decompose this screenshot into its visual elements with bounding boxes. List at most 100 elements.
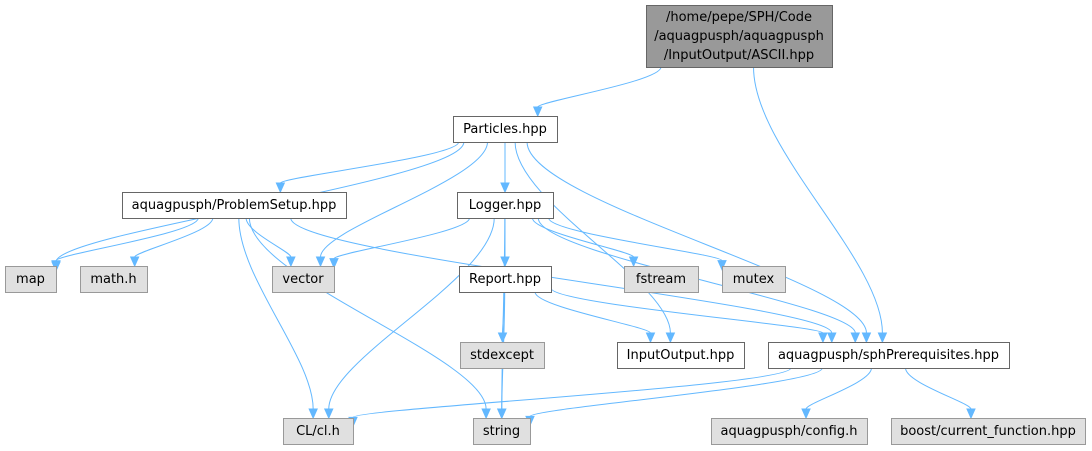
- node-map: map: [5, 266, 57, 293]
- node-report[interactable]: Report.hpp: [459, 266, 552, 293]
- node-particles[interactable]: Particles.hpp: [453, 116, 558, 143]
- edge-problemsetup-to-string: [248, 217, 491, 420]
- node-box: [722, 266, 786, 293]
- edge-line: [537, 66, 662, 108]
- node-problemsetup[interactable]: aquagpusph/ProblemSetup.hpp: [122, 192, 347, 219]
- arrowhead: [315, 256, 326, 268]
- edge-sphprereq-to-clh: [348, 367, 792, 428]
- node-inputoutput[interactable]: InputOutput.hpp: [617, 342, 745, 369]
- node-label: string: [483, 424, 520, 439]
- edge-problemsetup-to-sphprereq: [290, 217, 837, 344]
- node-mathh: math.h: [80, 266, 148, 293]
- edge-report-to-inputoutput: [534, 291, 656, 344]
- node-label: Particles.hpp: [463, 122, 547, 137]
- node-label: aquagpusph/ProblemSetup.hpp: [132, 198, 337, 213]
- node-label: /InputOutput/ASCII.hpp: [664, 48, 814, 63]
- edge-line: [238, 217, 314, 410]
- node-box: [457, 192, 554, 219]
- edge-line: [279, 141, 460, 184]
- edge-report-to-sphprereq: [550, 287, 828, 344]
- node-box: [272, 266, 335, 293]
- node-fstream: fstream: [624, 266, 699, 293]
- edge-line: [550, 287, 824, 334]
- edge-line: [320, 141, 488, 258]
- arrowhead: [850, 332, 861, 344]
- edge-line: [531, 217, 635, 258]
- edge-particles-to-inputoutput: [514, 141, 676, 344]
- node-label: aquagpusph/sphPrerequisites.hpp: [778, 348, 999, 363]
- node-label: aquagpusph/config.h: [721, 424, 858, 439]
- node-label: stdexcept: [470, 348, 534, 363]
- node-logger[interactable]: Logger.hpp: [457, 192, 554, 219]
- edge-line: [248, 217, 487, 410]
- node-clh: CL/cl.h: [283, 418, 354, 445]
- node-stdexcept: stdexcept: [460, 342, 545, 369]
- node-sphprereq[interactable]: aquagpusph/sphPrerequisites.hpp: [768, 342, 1010, 369]
- arrowhead: [966, 408, 976, 420]
- node-box: [459, 266, 552, 293]
- edge-logger-to-mutex: [548, 217, 727, 271]
- edge-logger-to-clh: [323, 217, 495, 420]
- arrowhead: [717, 260, 727, 271]
- arrowhead: [877, 332, 888, 344]
- arrowhead: [861, 332, 872, 344]
- node-vector: vector: [272, 266, 335, 293]
- node-box: [122, 192, 347, 219]
- arrowhead: [827, 332, 837, 344]
- node-box: [473, 418, 531, 445]
- edge-line: [534, 291, 651, 334]
- node-box: [646, 5, 833, 68]
- arrowhead: [129, 256, 140, 268]
- edge-problemsetup-to-map: [51, 217, 199, 271]
- arrowhead: [818, 332, 828, 344]
- node-box: [891, 418, 1086, 445]
- node-box: [617, 342, 745, 369]
- node-string: string: [473, 418, 531, 445]
- arrowhead: [500, 182, 510, 194]
- arrowhead: [665, 332, 676, 344]
- edge-line: [905, 367, 972, 410]
- edge-report-to-stdexcept: [497, 291, 508, 344]
- arrowhead: [500, 256, 510, 268]
- node-label: math.h: [90, 272, 136, 287]
- node-label: fstream: [636, 272, 686, 287]
- edge-sphprereq-to-config: [801, 367, 872, 420]
- node-box: [453, 116, 558, 143]
- arrowhead: [801, 408, 811, 420]
- node-label: mutex: [733, 272, 775, 287]
- node-boostcf: boost/current_function.hpp: [891, 418, 1086, 445]
- node-box: [768, 342, 1010, 369]
- edge-particles-to-problemsetup: [275, 141, 460, 194]
- edge-particles-to-sphprereq: [526, 141, 872, 344]
- edge-particles-to-logger: [500, 142, 510, 194]
- arrowhead: [645, 332, 656, 344]
- node-box: [80, 266, 148, 293]
- node-box: [460, 342, 545, 369]
- edge-layer: [51, 66, 976, 428]
- edge-line: [290, 217, 833, 334]
- node-mutex: mutex: [722, 266, 786, 293]
- edge-problemsetup-to-vector: [245, 217, 296, 268]
- edge-line: [328, 217, 495, 410]
- edge-line: [352, 367, 792, 418]
- arrowhead: [497, 332, 508, 344]
- node-root[interactable]: /home/pepe/SPH/Code/aquagpusph/aquagpusp…: [646, 5, 833, 68]
- node-label: InputOutput.hpp: [627, 348, 735, 363]
- edge-root-to-particles: [532, 66, 662, 118]
- edge-line: [526, 141, 867, 334]
- arrowhead: [308, 408, 318, 420]
- edge-problemsetup-to-clh: [238, 217, 318, 420]
- edge-line: [805, 367, 872, 410]
- edge-line: [529, 367, 823, 417]
- node-label: boost/current_function.hpp: [900, 424, 1076, 439]
- node-label: Report.hpp: [469, 272, 541, 287]
- edge-particles-to-vector: [315, 141, 488, 268]
- node-layer: /home/pepe/SPH/Code/aquagpusph/aquagpusp…: [5, 5, 1086, 445]
- edge-line: [245, 217, 292, 258]
- arrowhead: [51, 260, 61, 271]
- node-box: [283, 418, 354, 445]
- node-box: [5, 266, 57, 293]
- edge-line: [333, 217, 471, 260]
- edge-sphprereq-to-string: [525, 367, 823, 427]
- edge-root-to-sphprereq: [753, 66, 888, 344]
